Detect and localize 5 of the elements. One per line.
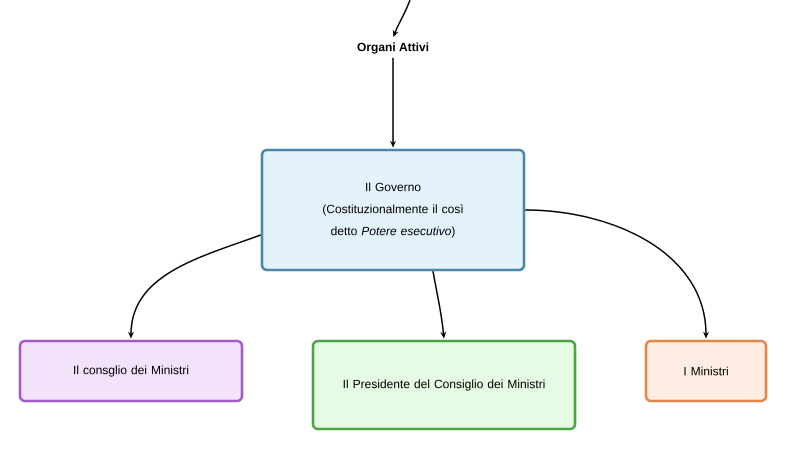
process-box: Il consglio dei Ministri — [18, 340, 244, 402]
process-box: Il Governo (Costituzionalmente il così detto Potere esecutivo) — [260, 148, 526, 272]
process-box: I Ministri — [644, 340, 768, 402]
process-box: Il Presidente del Consiglio dei Ministri — [312, 340, 576, 430]
heading-text: Organi Attivi — [358, 42, 428, 54]
